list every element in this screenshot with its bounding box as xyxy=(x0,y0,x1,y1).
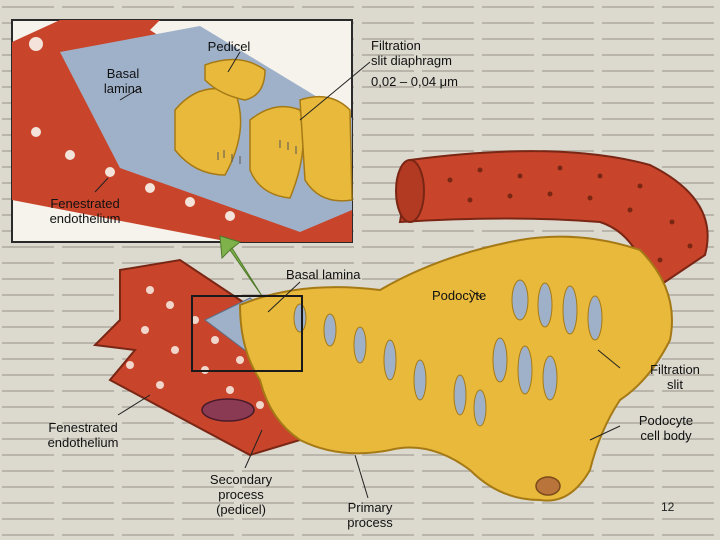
endothelial-nucleus xyxy=(202,399,254,421)
label-basal-lamina-main: Basal lamina xyxy=(286,267,396,282)
label-secondary-process: Secondary process (pedicel) xyxy=(186,472,296,517)
label-podocyte: Podocyte xyxy=(432,288,512,303)
label-fenestrated-endothelium-main: Fenestrated endothelium xyxy=(28,420,138,450)
inset-pedicel-4 xyxy=(300,97,352,201)
label-basal-lamina-inset: Basal lamina xyxy=(88,66,158,96)
label-dimension: 0,02 – 0,04 μm xyxy=(371,74,491,89)
label-filtration-slit: Filtration slit xyxy=(632,362,718,392)
label-filtration-slit-diaphragm: Filtration slit diaphragm xyxy=(371,38,476,68)
inset-pedicel-3 xyxy=(250,107,303,198)
label-fenestrated-endothelium-inset: Fenestrated endothelium xyxy=(30,196,140,226)
label-primary-process: Primary process xyxy=(330,500,410,530)
label-podocyte-cell-body: Podocyte cell body xyxy=(618,413,714,443)
page-number: 12 xyxy=(661,500,674,514)
label-pedicel: Pedicel xyxy=(194,39,264,54)
